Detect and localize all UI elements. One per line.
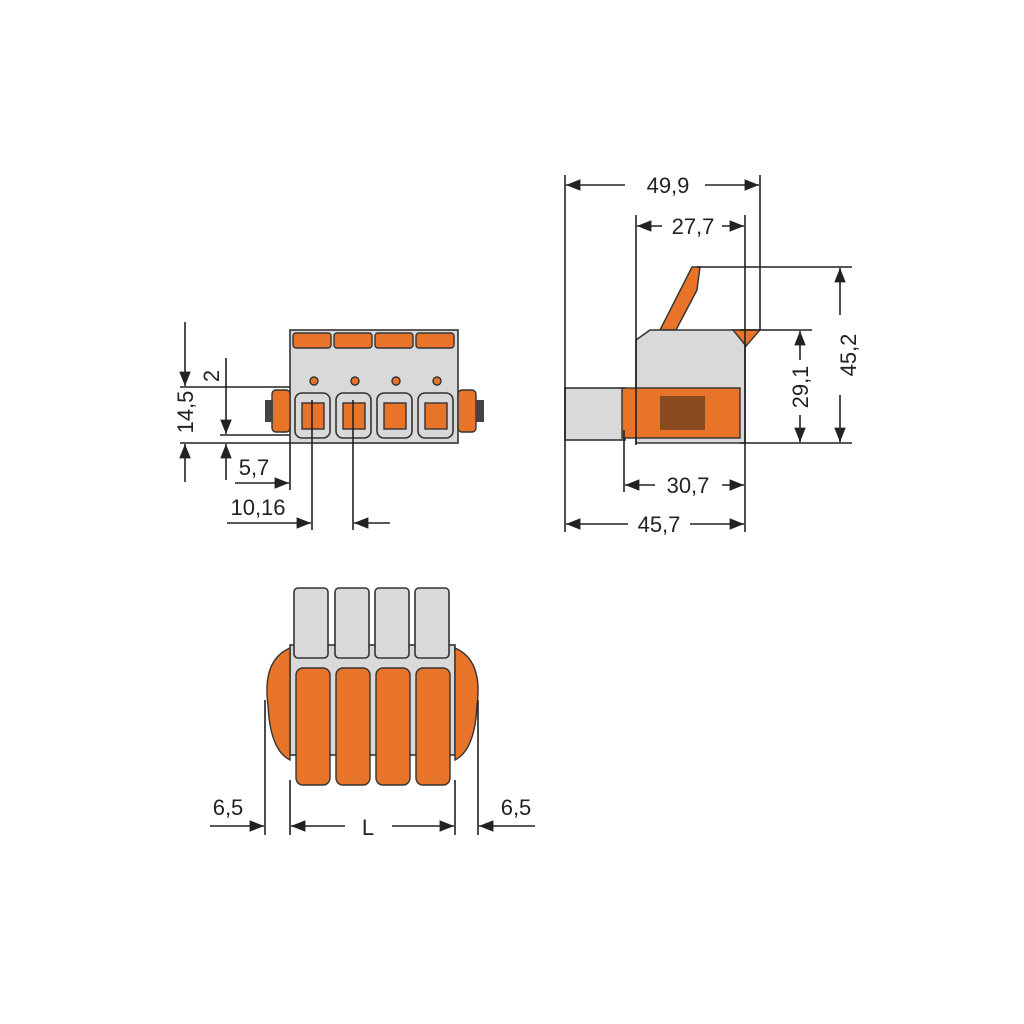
right-knob (476, 400, 484, 422)
bottom-release-tabs (295, 667, 451, 786)
dim-10-16: 10,16 (230, 495, 285, 520)
side-plug (564, 387, 626, 441)
dim-30-7: 30,7 (667, 473, 710, 498)
dim-5-7: 5,7 (239, 455, 270, 480)
dim-27-7: 27,7 (672, 214, 715, 239)
bottom-right-flange (454, 646, 479, 762)
dim-29-1: 29,1 (788, 366, 813, 409)
dim-45-7: 45,7 (638, 512, 681, 537)
dim-L: L (362, 815, 374, 840)
side-spring (660, 396, 705, 430)
dim-6-5-left: 6,5 (213, 795, 244, 820)
side-dimension-lines (564, 175, 852, 532)
right-flange (457, 389, 477, 433)
front-dimension-lines (179, 322, 390, 530)
bottom-dimension-lines (210, 700, 535, 835)
dim-6-5-right: 6,5 (501, 795, 532, 820)
side-lever (658, 266, 701, 331)
dim-2: 2 (199, 370, 224, 382)
bottom-left-flange (266, 646, 291, 762)
front-view: 14,5 2 5,7 10,16 (173, 322, 484, 530)
dim-49-9: 49,9 (647, 173, 690, 198)
left-knob (265, 400, 273, 422)
front-release-tabs (292, 332, 455, 349)
dim-45-2: 45,2 (836, 334, 861, 377)
bottom-view: 6,5 L 6,5 (210, 587, 535, 840)
side-view: 49,9 27,7 45,2 29,1 30,7 45,7 (564, 173, 861, 537)
dim-14-5: 14,5 (173, 391, 198, 434)
bottom-fingers (293, 587, 450, 659)
left-flange (271, 389, 291, 433)
